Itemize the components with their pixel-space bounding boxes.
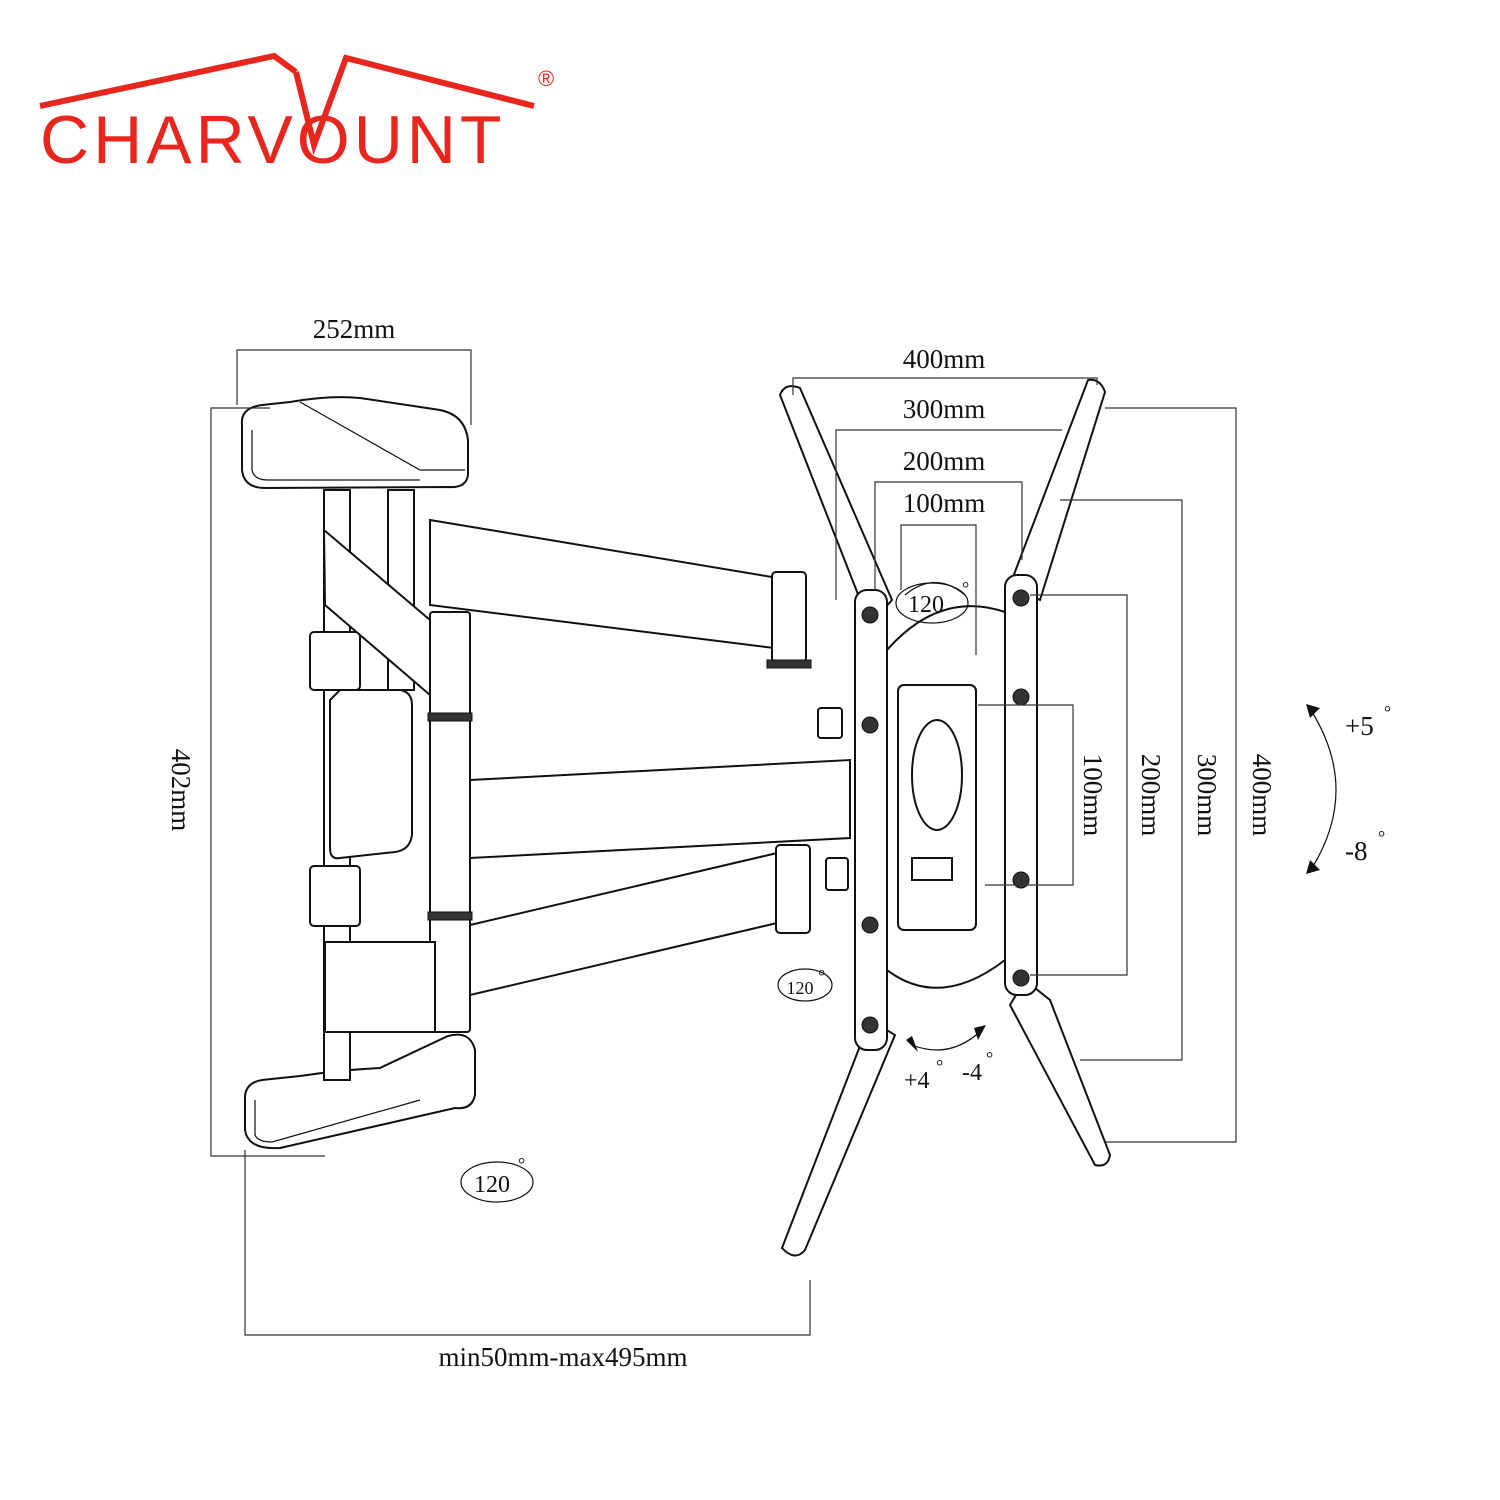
wall-bracket [240,396,851,1150]
logo-roof-icon [39,52,535,156]
tilt-down-value: -8 [1345,836,1368,866]
swivel-top-loop-icon [895,582,969,624]
vesa-h-400-label: 400mm [903,344,986,374]
rotate-minus-value: -4 [962,1060,982,1086]
tilt-arrow-up-icon [1306,704,1320,718]
swivel-bottom-loop-icon [460,1161,534,1203]
logo-wordmark: CHARVOUNT [40,102,506,178]
vesa-v-100-label: 100mm [1078,754,1108,837]
rotate-plus-value: +4 [904,1068,930,1094]
wall-plate-height-label: 402mm [166,749,196,832]
rotate-plus-degree: ° [936,1056,943,1076]
dimension-lines [210,349,1237,1336]
swivel-top-degree: ° [962,578,969,598]
vesa-v-200-label: 200mm [1136,754,1166,837]
wall-plate-width-label: 252mm [313,314,396,344]
brand-logo: CHARVOUNT ® [34,50,574,174]
tilt-arc-icon [1311,711,1337,869]
tilt-up-value: +5 [1345,711,1374,741]
swivel-top-value: 120 [908,592,944,618]
swivel-bottom-degree: ° [518,1154,525,1174]
extension-range-label: min50mm-max495mm [439,1342,688,1372]
swivel-mid-value: 120 [787,978,814,998]
vesa-h-200-label: 200mm [903,446,986,476]
vesa-h-300-label: 300mm [903,394,986,424]
vesa-plate [778,378,1112,1257]
rotate-arrow-left-icon [906,1036,918,1052]
swivel-bottom-value: 120 [474,1172,510,1198]
vesa-v-400-label: 400mm [1247,754,1277,837]
registered-mark: ® [538,66,555,91]
swivel-arrows [460,582,1337,1203]
tilt-up-degree: ° [1384,702,1391,722]
rotate-minus-degree: ° [986,1048,993,1068]
rotate-arc-icon [911,1029,983,1051]
rotate-arrow-right-icon [974,1025,986,1040]
vesa-h-100-label: 100mm [903,488,986,518]
vesa-v-300-label: 300mm [1192,754,1222,837]
swivel-mid-loop-icon [777,968,833,1002]
tilt-arrow-down-icon [1306,860,1320,874]
swivel-mid-degree: ° [818,966,825,986]
tilt-down-degree: ° [1378,827,1385,847]
